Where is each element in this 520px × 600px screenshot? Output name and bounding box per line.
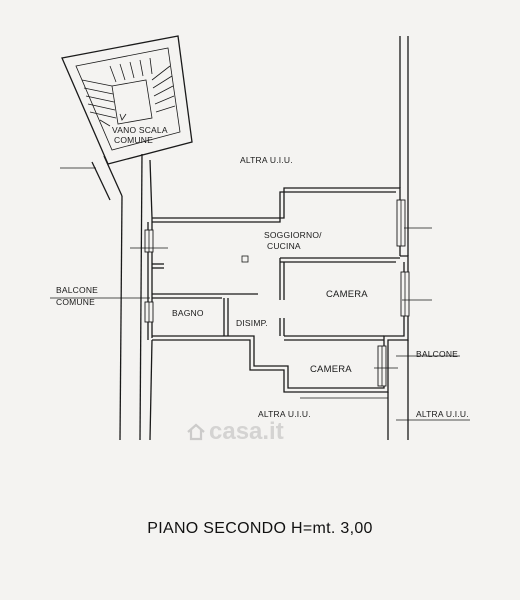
apartment-walls <box>147 187 409 393</box>
label-cucina: CUCINA <box>267 241 301 251</box>
label-balcone-comune: BALCONE <box>56 285 98 295</box>
label-vano-scala-comune: COMUNE <box>114 135 153 145</box>
leader-lines <box>50 167 470 421</box>
label-altra-uiu-right: ALTRA U.I.U. <box>416 409 469 419</box>
label-soggiorno: SOGGIORNO/ <box>264 230 322 240</box>
stairwell <box>61 35 193 165</box>
watermark: casa.it <box>186 418 284 446</box>
label-vano-scala: VANO SCALA <box>112 125 168 135</box>
right-walls <box>288 36 409 440</box>
label-camera-2: CAMERA <box>310 364 352 375</box>
label-altra-uiu-top: ALTRA U.I.U. <box>240 155 293 165</box>
label-camera-1: CAMERA <box>326 289 368 300</box>
watermark-text: casa.it <box>209 418 284 445</box>
label-balcone-right: BALCONE <box>416 349 458 359</box>
left-walls <box>91 153 153 441</box>
label-balcone-comune-2: COMUNE <box>56 297 95 307</box>
label-bagno: BAGNO <box>172 308 204 318</box>
house-icon <box>187 423 205 441</box>
plan-title: PIANO SECONDO H=mt. 3,00 <box>147 520 373 537</box>
label-disimp: DISIMP. <box>236 318 268 328</box>
windows <box>144 199 410 387</box>
label-altra-uiu-bottom: ALTRA U.I.U. <box>258 409 311 419</box>
